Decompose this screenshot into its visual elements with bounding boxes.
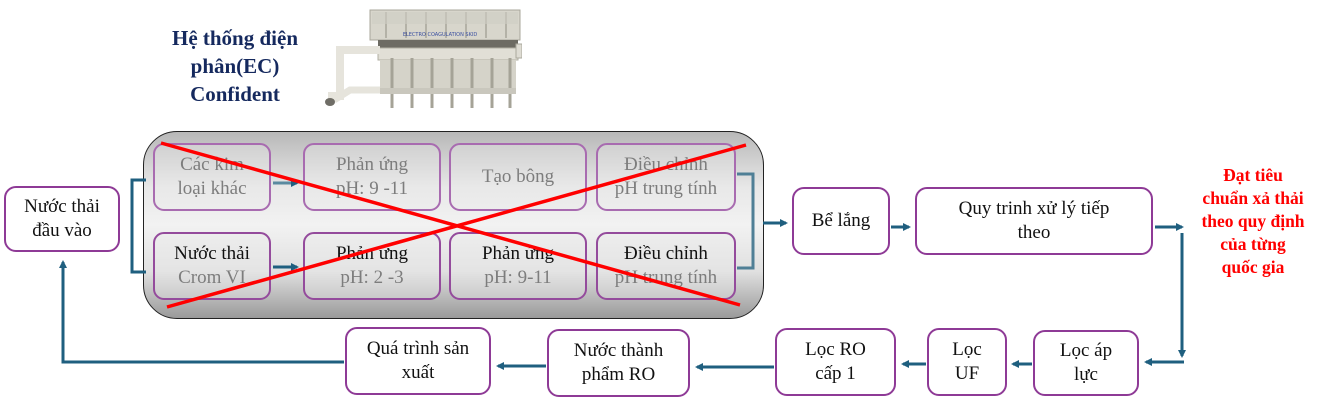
red-cross-out — [160, 141, 747, 309]
uf-filter-line-2: UF — [954, 363, 980, 384]
uf-filter-line-1: Lọc — [952, 339, 982, 360]
other-metals-line-2: loại khác — [177, 178, 247, 199]
next-treatment-box: Quy trinh xử lý tiếp theo — [915, 187, 1153, 255]
result-line-3: theo quy định — [1201, 211, 1305, 231]
ec-system-title: Hệ thống điện phân(EC) Confident — [150, 24, 320, 108]
neutral-bottom-line-1: Điều chỉnh — [624, 243, 708, 264]
ro-filter-line-1: Lọc RO — [805, 339, 866, 360]
pressure-filter-line-2: lực — [1073, 364, 1098, 385]
reaction-top-line-2: pH: 9 -11 — [335, 178, 409, 199]
ec-title-line-3: Confident — [190, 82, 280, 106]
neutral-ph-adjust-bottom-box: Điều chỉnh pH trung tính — [596, 232, 736, 300]
settling-tank-box: Bể lắng — [792, 187, 890, 255]
input-wastewater-box: Nước thải đầu vào — [4, 186, 120, 252]
reaction-ph-9-11-top-box: Phản ứng pH: 9 -11 — [303, 143, 441, 211]
chromium-line-1: Nước thải — [174, 243, 250, 264]
pressure-filter-box: Lọc áp lực — [1033, 330, 1139, 396]
reaction-acid-line-2: pH: 2 -3 — [340, 267, 404, 288]
next-treatment-line-1: Quy trinh xử lý tiếp — [958, 198, 1110, 219]
flocculation-label: Tạo bông — [481, 166, 555, 187]
discharge-standard-result: Đạt tiêu chuẩn xả thải theo quy định của… — [1178, 164, 1328, 279]
ro-filter-box: Lọc RO cấp 1 — [775, 328, 896, 396]
chromium-vi-wastewater-box: Nước thải Crom VI — [153, 232, 271, 300]
input-line-2: đầu vào — [32, 220, 92, 241]
result-line-4: của từng — [1220, 234, 1286, 254]
reaction-bottom-line-2: pH: 9-11 — [484, 267, 552, 288]
return-line-to-input — [59, 260, 344, 364]
production-process-box: Quá trình sản xuất — [345, 327, 491, 395]
ro-filter-line-2: cấp 1 — [815, 363, 856, 384]
production-line-1: Quá trình sản — [366, 338, 470, 359]
other-metals-box: Các kim loại khác — [153, 143, 271, 211]
next-treatment-line-2: theo — [1017, 222, 1051, 243]
ec-title-line-2: phân(EC) — [190, 54, 280, 78]
ro-product-water-box: Nước thành phẩm RO — [547, 329, 690, 397]
input-line-1: Nước thải — [24, 196, 100, 217]
production-line-2: xuất — [401, 362, 435, 383]
neutral-top-line-2: pH trung tính — [614, 178, 718, 199]
settling-label: Bể lắng — [811, 210, 871, 231]
ec-title-line-1: Hệ thống điện — [171, 26, 299, 50]
electro-coagulation-skid-image: ELECTRO COAGULATION SKID — [325, 9, 522, 108]
neutral-bottom-line-2: pH trung tính — [614, 267, 718, 288]
reaction-ph-9-11-bottom-box: Phản ứng pH: 9-11 — [449, 232, 587, 300]
result-line-2: chuẩn xả thải — [1202, 188, 1304, 208]
cross-line-1 — [160, 141, 741, 307]
reaction-ph-2-3-box: Phản ứng pH: 2 -3 — [303, 232, 441, 300]
result-line-5: quốc gia — [1221, 257, 1285, 277]
cross-line-2 — [166, 143, 747, 309]
ro-water-line-1: Nước thành — [573, 340, 664, 361]
skid-label: ELECTRO COAGULATION SKID — [403, 32, 478, 38]
uf-filter-box: Lọc UF — [927, 328, 1007, 396]
chromium-line-2: Crom VI — [178, 267, 246, 288]
pressure-filter-line-1: Lọc áp — [1059, 340, 1113, 361]
neutral-top-line-1: Điều chỉnh — [624, 154, 708, 175]
other-metals-line-1: Các kim — [180, 154, 244, 175]
merge-bracket — [737, 172, 755, 270]
ro-water-line-2: phẩm RO — [581, 364, 656, 385]
reaction-top-line-1: Phản ứng — [335, 154, 409, 175]
input-split-bracket — [130, 178, 146, 274]
result-line-1: Đạt tiêu — [1223, 165, 1283, 185]
reaction-acid-line-1: Phản ứng — [335, 243, 409, 264]
